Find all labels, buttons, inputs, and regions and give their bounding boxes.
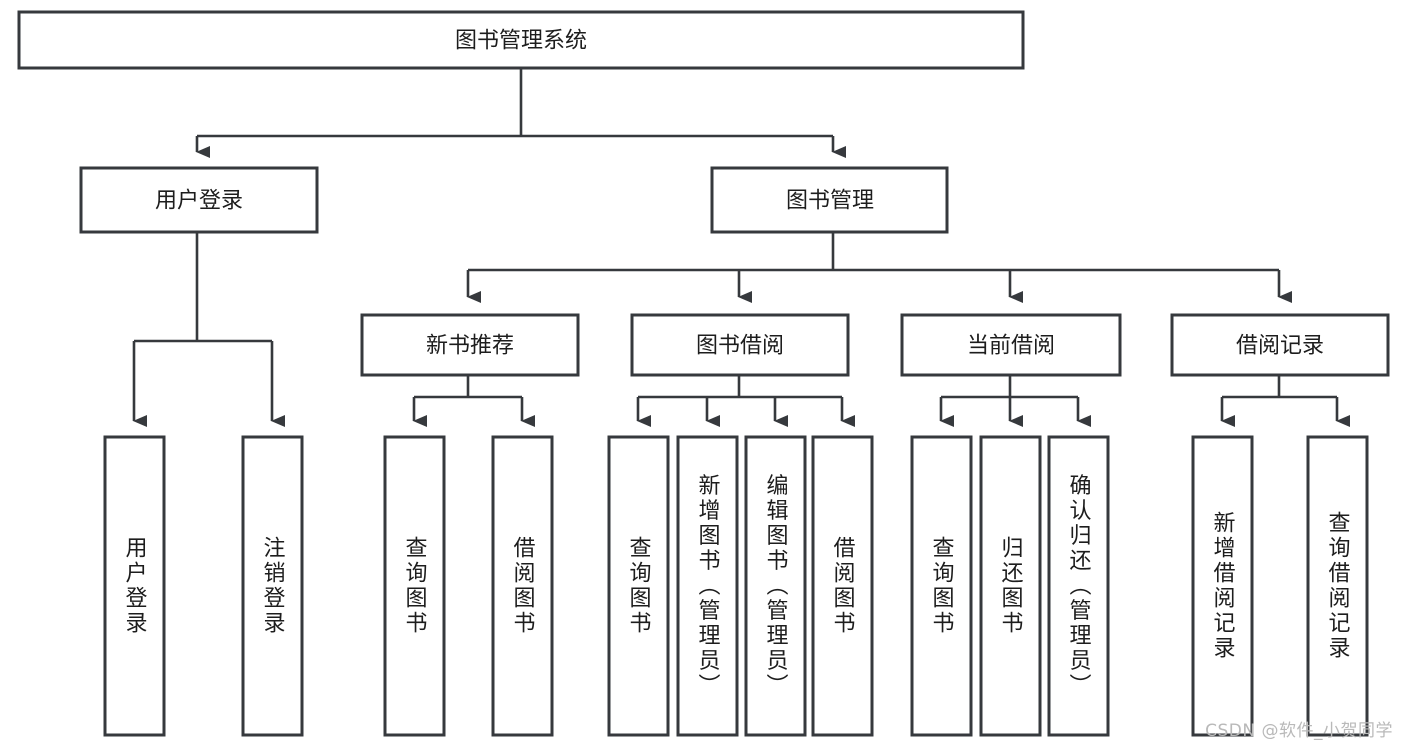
leaf-book-borrow-1[interactable]: 查询图书	[607, 435, 670, 737]
leaf-current-borrow-3[interactable]: 确认归还（管理员）	[1047, 435, 1110, 737]
node-current-borrow[interactable]: 当前借阅	[900, 313, 1122, 377]
csdn-watermark: CSDN @软件_小贺同学	[1205, 721, 1393, 741]
leaf-book-borrow-2-label: 新增图书（管理员）	[695, 474, 721, 699]
node-book-borrow-label: 图书借阅	[696, 334, 784, 359]
leaf-new-book-1[interactable]: 查询图书	[383, 435, 446, 737]
leaf-user-login-1[interactable]: 用户登录	[103, 435, 166, 737]
leaf-new-book-2-label: 借阅图书	[510, 536, 536, 636]
node-new-book-recommend[interactable]: 新书推荐	[360, 313, 580, 377]
node-borrow-record[interactable]: 借阅记录	[1170, 313, 1390, 377]
leaf-borrow-record-2[interactable]: 查询借阅记录	[1306, 435, 1369, 737]
node-book-borrow[interactable]: 图书借阅	[630, 313, 850, 377]
leaf-current-borrow-2[interactable]: 归还图书	[979, 435, 1042, 737]
leaf-user-login-1-label: 用户登录	[122, 536, 148, 636]
node-user-login[interactable]: 用户登录	[79, 166, 319, 234]
leaf-new-book-1-label: 查询图书	[402, 536, 428, 636]
node-book-manage[interactable]: 图书管理	[710, 166, 949, 234]
leaf-borrow-record-2-label: 查询借阅记录	[1325, 511, 1351, 661]
leaf-book-borrow-3[interactable]: 编辑图书（管理员）	[744, 435, 807, 737]
node-current-borrow-label: 当前借阅	[967, 334, 1055, 359]
leaf-book-borrow-3-label: 编辑图书（管理员）	[763, 474, 789, 699]
leaf-book-borrow-4[interactable]: 借阅图书	[811, 435, 874, 737]
node-book-manage-label: 图书管理	[786, 189, 874, 214]
node-borrow-record-label: 借阅记录	[1236, 334, 1324, 359]
node-root-label: 图书管理系统	[455, 29, 587, 54]
leaf-borrow-record-1[interactable]: 新增借阅记录	[1191, 435, 1254, 737]
edges-layer	[132, 68, 1350, 427]
leaf-current-borrow-1-label: 查询图书	[929, 536, 955, 636]
leaf-book-borrow-2[interactable]: 新增图书（管理员）	[676, 435, 739, 737]
node-new-book-recommend-label: 新书推荐	[426, 334, 514, 359]
leaf-user-login-2[interactable]: 注销登录	[241, 435, 304, 737]
leaf-current-borrow-2-label: 归还图书	[998, 536, 1024, 636]
leaf-current-borrow-3-label: 确认归还（管理员）	[1066, 474, 1092, 699]
leaf-current-borrow-1[interactable]: 查询图书	[910, 435, 973, 737]
node-root[interactable]: 图书管理系统	[17, 10, 1025, 70]
leaf-new-book-2[interactable]: 借阅图书	[491, 435, 554, 737]
leaf-book-borrow-4-label: 借阅图书	[830, 536, 856, 636]
node-user-login-label: 用户登录	[155, 189, 243, 214]
leaf-book-borrow-1-label: 查询图书	[626, 536, 652, 636]
leaf-user-login-2-label: 注销登录	[260, 536, 286, 636]
leaf-borrow-record-1-label: 新增借阅记录	[1210, 511, 1236, 661]
